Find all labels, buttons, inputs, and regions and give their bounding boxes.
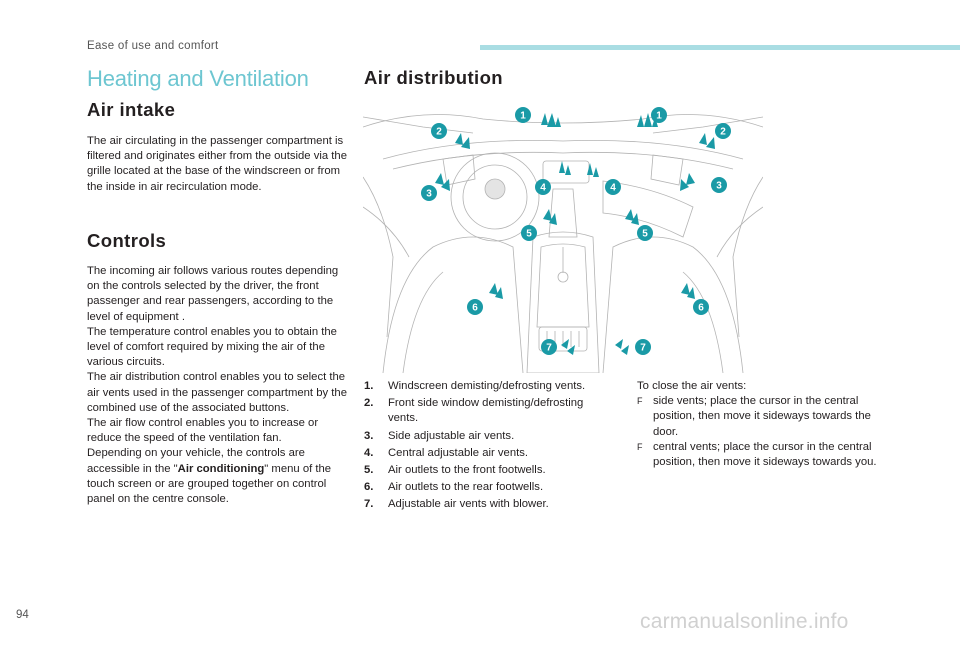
vent-number-label: 3 <box>716 181 722 192</box>
vent-number-badge <box>635 339 651 355</box>
vent-number-label: 6 <box>698 303 704 314</box>
controls-paragraph: The incoming air follows various routes … <box>87 265 339 323</box>
vent-number-label: 3 <box>426 189 432 200</box>
vent-number-label: 2 <box>436 127 442 138</box>
header-accent-bar <box>480 45 960 50</box>
vent-number-badge <box>637 225 653 241</box>
vent-number-badge <box>515 107 531 123</box>
air-vents-legend: 1.Windscreen demisting/defrosting vents.… <box>364 379 614 515</box>
vent-number-badge <box>541 339 557 355</box>
vent-number-label: 7 <box>546 343 552 354</box>
vent-number-badge <box>535 179 551 195</box>
controls-paragraph: The air distribution control enables you… <box>87 371 347 414</box>
vent-number-badge <box>431 123 447 139</box>
air-intake-text: The air circulating in the passenger com… <box>87 135 347 193</box>
heading-air-distribution: Air distribution <box>364 67 503 88</box>
watermark: carmanualsonline.info <box>640 610 849 633</box>
vent-number-badge <box>467 299 483 315</box>
vent-number-badge <box>605 179 621 195</box>
close-vents-intro: To close the air vents: <box>637 380 747 392</box>
bullet-mark: F <box>637 396 643 407</box>
vent-number-label: 6 <box>472 303 478 314</box>
legend-item: 4.Central adjustable air vents. <box>364 446 529 459</box>
section-label: Ease of use and comfort <box>87 40 219 52</box>
heading-air-intake: Air intake <box>87 99 176 120</box>
vent-number-label: 4 <box>540 183 546 194</box>
vent-number-label: 5 <box>526 229 532 240</box>
dashboard-vents-illustration: 1 1 2 2 3 3 4 4 5 5 6 6 7 7 <box>363 107 763 373</box>
vent-number-badge <box>693 299 709 315</box>
vent-number-label: 2 <box>720 127 726 138</box>
page-title: Heating and Ventilation <box>87 66 309 91</box>
vent-number-badge <box>651 107 667 123</box>
vent-number-label: 7 <box>640 343 646 354</box>
legend-item: 5.Air outlets to the front footwells. <box>364 464 546 477</box>
vent-number-label: 1 <box>656 111 662 122</box>
vent-number-label: 4 <box>610 183 616 194</box>
legend-item: 6.Air outlets to the rear footwells. <box>364 481 544 494</box>
controls-paragraph: The air flow control enables you to incr… <box>87 417 319 445</box>
vent-number-badge <box>715 123 731 139</box>
legend-item: 1.Windscreen demisting/defrosting vents. <box>364 380 586 392</box>
vent-number-badge <box>521 225 537 241</box>
heading-controls: Controls <box>87 230 167 251</box>
legend-item: 7.Adjustable air vents with blower. <box>364 498 549 511</box>
vent-number-badge <box>711 177 727 193</box>
legend-item: 3.Side adjustable air vents. <box>364 429 515 442</box>
page-number: 94 <box>16 609 29 621</box>
vent-number-label: 1 <box>520 111 526 122</box>
vent-number-label: 5 <box>642 229 648 240</box>
controls-text: The incoming air follows various routes … <box>87 264 349 507</box>
bullet-mark: F <box>637 441 643 452</box>
vent-number-badge <box>421 185 437 201</box>
legend-item: 2.Front side window demisting/defrosting… <box>364 397 584 425</box>
controls-paragraph: Depending on your vehicle, the controls … <box>87 447 332 506</box>
controls-paragraph: The temperature control enables you to o… <box>87 325 337 369</box>
